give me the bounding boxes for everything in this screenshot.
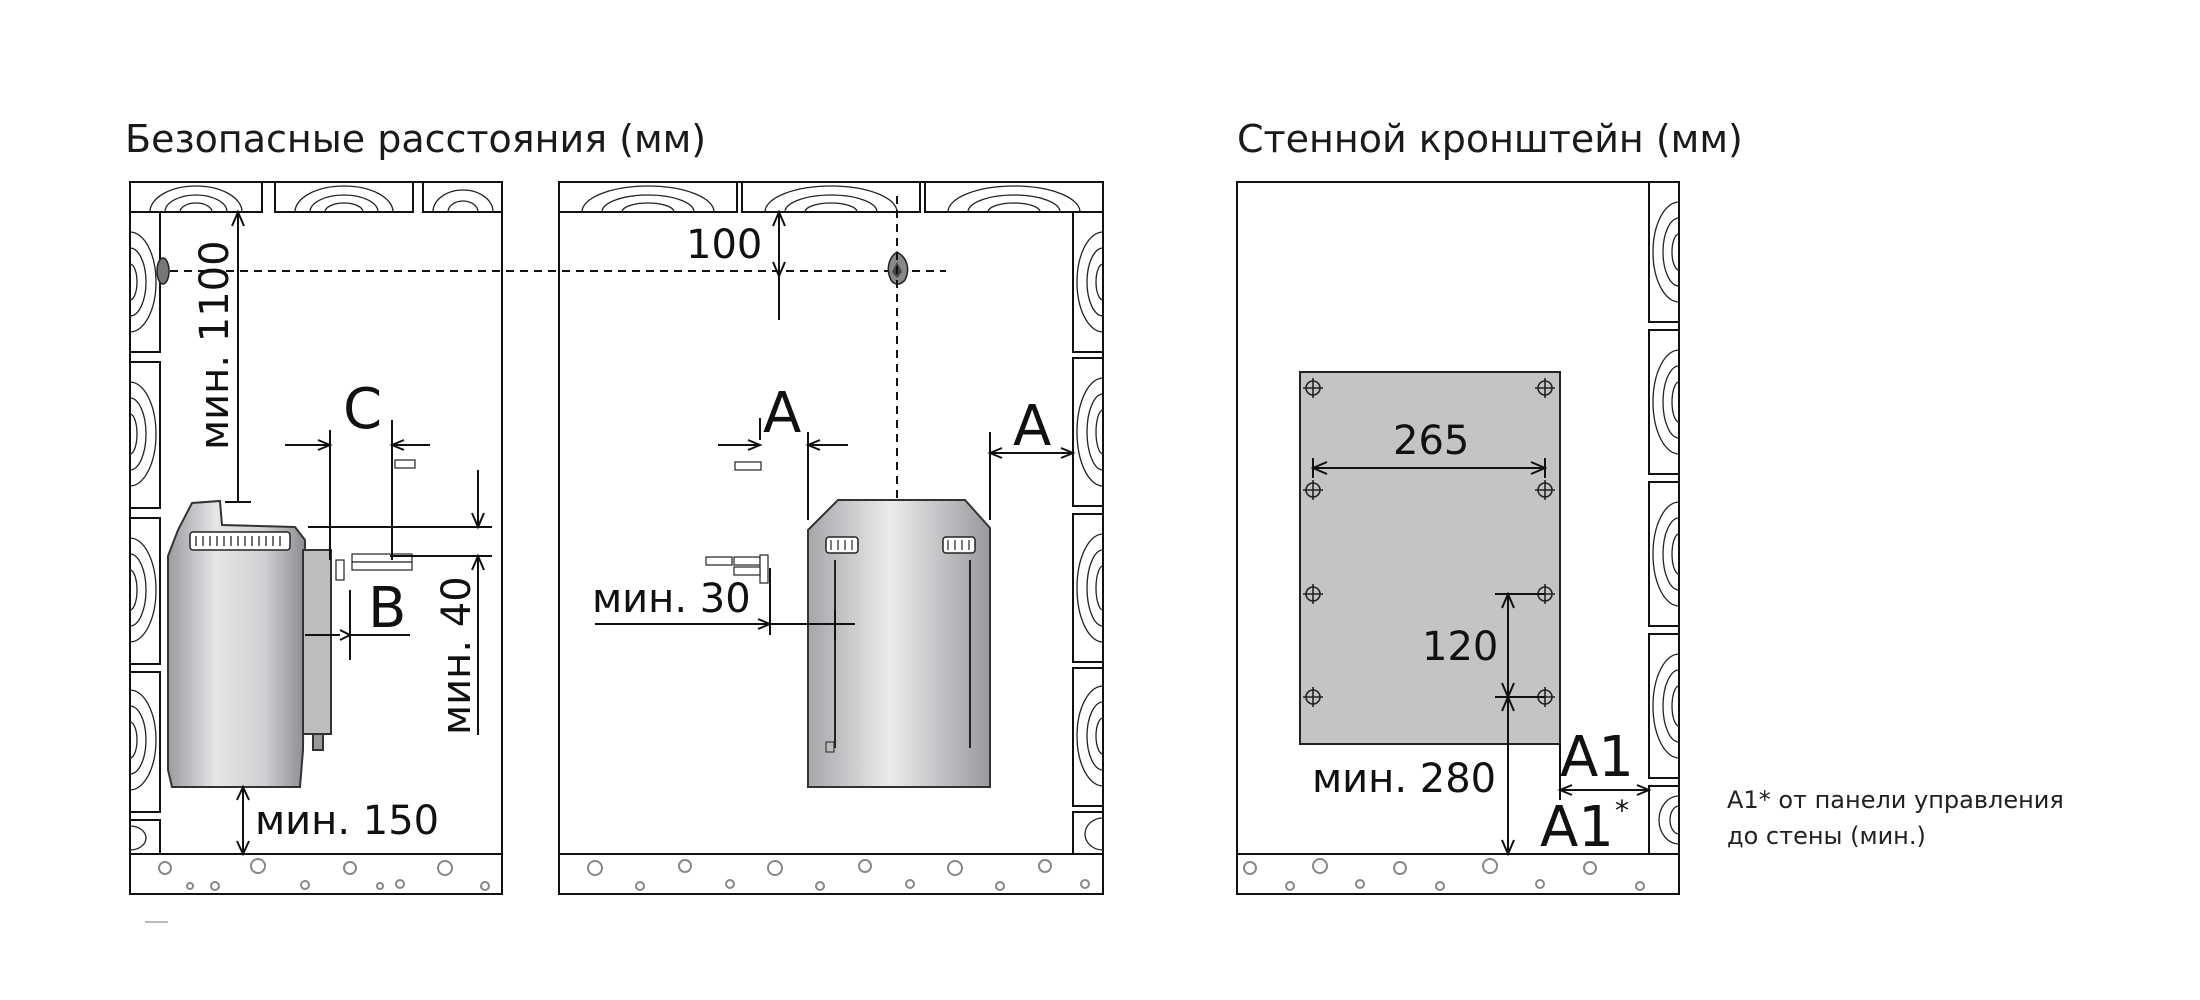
footnote-line-2: до стены (мин.)	[1727, 822, 1926, 850]
front-view-ceiling-wood	[558, 181, 1104, 213]
bracket-dim-265-label: 265	[1393, 418, 1469, 464]
wall-bracket-panel: 265 120 мин. 280 A1 A1 *	[1236, 181, 1680, 895]
side-view-sensor-icon	[156, 257, 170, 285]
side-view-ceiling-wood	[129, 181, 503, 213]
front-view-floor-pebbles	[587, 859, 1090, 891]
footnote-line-1: A1* от панели управления	[1727, 786, 2064, 814]
front-view-heater	[705, 461, 991, 788]
front-view-panel: 100 A A	[558, 181, 1104, 895]
side-view-wall-wood	[129, 211, 161, 855]
wall-bracket-title: Стенной кронштейн (мм)	[1237, 117, 1743, 161]
safe-distances-title: Безопасные расстояния (мм)	[125, 117, 706, 161]
front-view-floor	[558, 853, 1104, 895]
bracket-label-star: *	[1615, 794, 1629, 827]
bracket-min-280-label: мин. 280	[1312, 756, 1496, 802]
side-view-label-b: B	[368, 576, 406, 641]
side-view-min-1100-label: мин. 1100	[192, 240, 238, 450]
bracket-floor-pebbles	[1243, 858, 1645, 891]
front-view-label-a-right: A	[1013, 394, 1051, 459]
bracket-screw-holes	[1303, 378, 1555, 707]
bracket-wall-wood	[1648, 181, 1680, 855]
bracket-label-a1: A1	[1560, 725, 1634, 790]
front-view-min-30-label: мин. 30	[592, 576, 751, 622]
bracket-label-a1-star: A1	[1540, 795, 1614, 860]
bracket-dim-120-label: 120	[1422, 624, 1498, 670]
bracket-floor	[1236, 853, 1680, 895]
side-view-label-c: C	[343, 377, 382, 442]
side-view-panel: мин. 1100 C B мин. 40 мин. 150	[129, 181, 503, 895]
side-view-min-150-label: мин. 150	[255, 798, 439, 844]
side-view-min-40-label: мин. 40	[434, 576, 480, 735]
side-view-floor-pebbles	[158, 858, 490, 891]
front-view-dim-100-label: 100	[686, 222, 762, 268]
front-view-label-a-left: A	[763, 381, 801, 446]
front-view-wall-wood	[1072, 211, 1104, 855]
side-view-heater	[167, 459, 416, 788]
bracket-plate	[1299, 371, 1561, 745]
